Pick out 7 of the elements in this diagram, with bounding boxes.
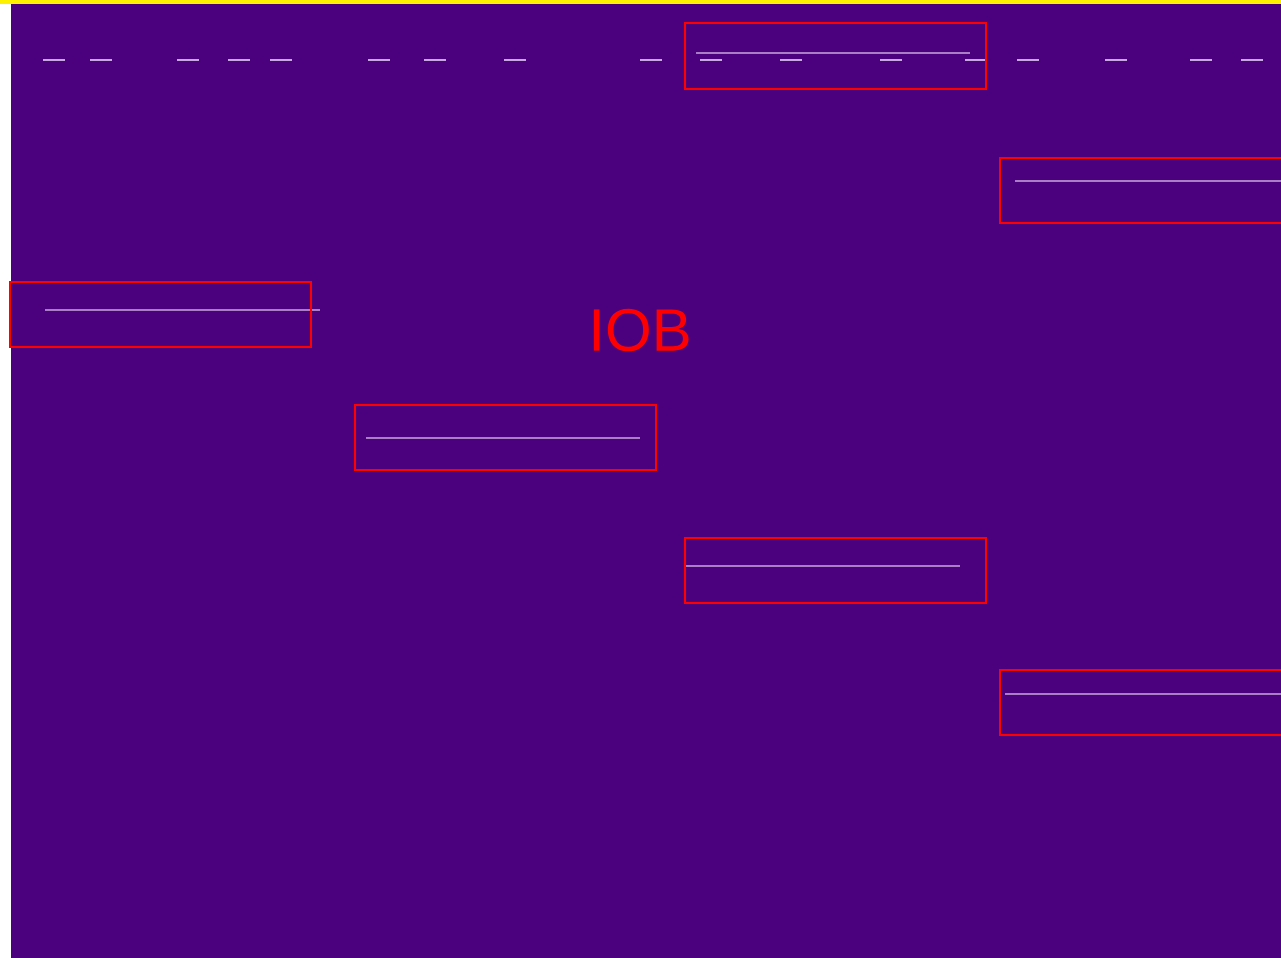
highlight-box: [9, 281, 321, 348]
highlight-box: [684, 22, 987, 90]
highlight-box: [684, 537, 987, 604]
highlight-box: [999, 157, 1281, 224]
title-text: IOB: [593, 308, 689, 352]
highlight-box: [354, 404, 657, 471]
highlight-box: [999, 669, 1281, 736]
